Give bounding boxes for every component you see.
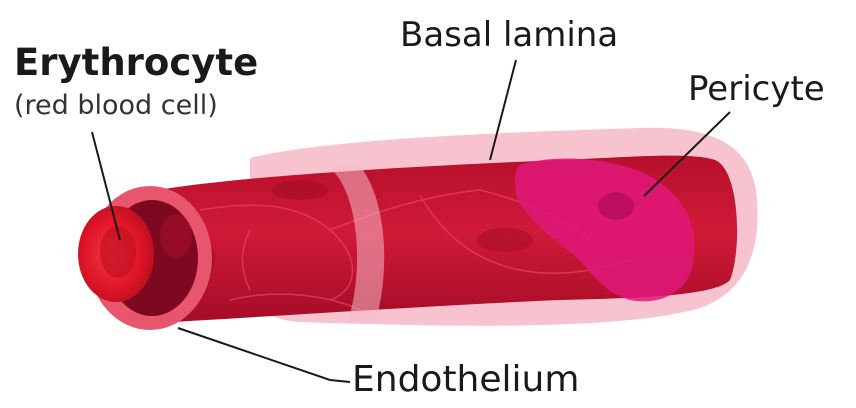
endothelium-leader bbox=[178, 328, 350, 382]
erythrocyte-label: Erythrocyte bbox=[14, 44, 258, 81]
pericyte-label: Pericyte bbox=[688, 72, 825, 106]
endothelial-nucleus bbox=[272, 180, 328, 200]
pericyte-nucleus bbox=[598, 192, 634, 220]
endothelial-nucleus bbox=[477, 228, 533, 252]
lumen-highlight bbox=[160, 214, 192, 258]
erythrocyte-sublabel: (red blood cell) bbox=[14, 92, 218, 119]
endothelium-label: Endothelium bbox=[352, 362, 579, 398]
basal-lamina-label: Basal lamina bbox=[400, 18, 618, 52]
